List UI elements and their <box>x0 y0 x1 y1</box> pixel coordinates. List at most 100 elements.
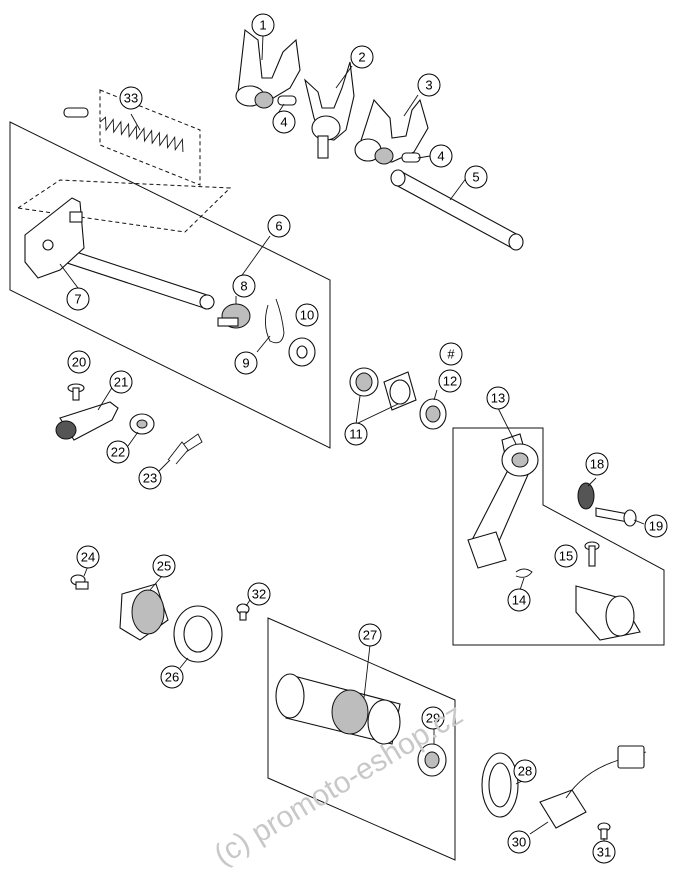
shaft-collar-8 <box>217 303 251 329</box>
callout-30: 30 <box>507 830 531 854</box>
callout-31: 31 <box>592 840 616 864</box>
svg-text:#: # <box>447 347 455 362</box>
callout-4a: 4 <box>272 110 296 134</box>
svg-text:30: 30 <box>512 835 526 850</box>
leader-lines <box>59 34 645 842</box>
svg-text:25: 25 <box>157 559 171 574</box>
needle-bearing-11 <box>349 367 417 411</box>
callout-19: 19 <box>644 514 668 538</box>
shift-fork-1 <box>235 28 301 109</box>
fork-rod-5 <box>390 169 524 251</box>
sensor-29 <box>417 743 447 777</box>
shift-fork-2 <box>304 61 355 159</box>
gear-position-sensor-30 <box>539 745 647 829</box>
spring-33 <box>63 107 184 153</box>
spring-clip-9 <box>265 298 285 344</box>
callout-18: 18 <box>585 452 609 476</box>
svg-text:28: 28 <box>518 764 532 779</box>
callout-10: 10 <box>295 303 319 327</box>
svg-text:12: 12 <box>443 374 457 389</box>
svg-text:27: 27 <box>363 628 377 643</box>
bolt-19 <box>595 507 637 527</box>
shift-shaft-6 <box>24 197 215 310</box>
callout-5: 5 <box>464 165 488 189</box>
svg-text:1: 1 <box>259 18 266 33</box>
callout-20: 20 <box>67 350 91 374</box>
callout-8: 8 <box>232 274 256 298</box>
callout-3: 3 <box>417 73 441 97</box>
callout-27: 27 <box>358 623 382 647</box>
svg-text:33: 33 <box>124 91 138 106</box>
gear-18 <box>577 482 595 510</box>
svg-text:9: 9 <box>242 356 249 371</box>
callout-32: 32 <box>247 582 271 606</box>
svg-text:3: 3 <box>425 78 432 93</box>
callout-25: 25 <box>152 554 176 578</box>
callout-26: 26 <box>160 665 184 689</box>
svg-text:8: 8 <box>240 279 247 294</box>
callout-15: 15 <box>554 544 578 568</box>
frame-spring-33-dashed <box>16 179 232 233</box>
seal-ring-26 <box>173 605 223 663</box>
svg-text:32: 32 <box>252 587 266 602</box>
shift-drum-locator-25 <box>119 583 169 641</box>
callout-12: 12 <box>438 369 462 393</box>
frame-shift-lever-group <box>452 427 665 646</box>
callout-28: 28 <box>513 759 537 783</box>
washer-10 <box>288 337 316 367</box>
svg-text:22: 22 <box>111 445 125 460</box>
lever-21 <box>55 401 119 441</box>
svg-text:21: 21 <box>114 375 128 390</box>
svg-text:18: 18 <box>590 457 604 472</box>
svg-text:13: 13 <box>491 391 505 406</box>
screw-31 <box>597 822 611 840</box>
callout-21: 21 <box>109 370 133 394</box>
callout-2: 2 <box>350 45 374 69</box>
bolt-20 <box>67 383 85 401</box>
svg-text:31: 31 <box>597 845 611 860</box>
shift-fork-3 <box>354 98 429 165</box>
footpeg-stub <box>575 585 641 641</box>
pin-15 <box>584 541 600 567</box>
callout-22: 22 <box>106 440 130 464</box>
frame-shift-drum-group <box>267 617 456 861</box>
callout-hash: # <box>439 342 463 366</box>
callout-11: 11 <box>344 422 368 446</box>
fork-pin-4a <box>277 95 297 106</box>
shift-lever-13 <box>467 433 539 569</box>
frame-shift-shaft-group <box>9 121 331 449</box>
svg-text:20: 20 <box>72 355 86 370</box>
callout-9: 9 <box>234 351 258 375</box>
svg-text:7: 7 <box>74 292 81 307</box>
svg-text:24: 24 <box>81 550 95 565</box>
fork-pin-4b <box>401 152 421 163</box>
callout-7: 7 <box>66 287 90 311</box>
bolt-24 <box>70 574 89 590</box>
bushing-22 <box>129 413 155 435</box>
svg-text:4: 4 <box>437 149 444 164</box>
svg-text:11: 11 <box>349 427 363 442</box>
seal-ring-28 <box>481 752 519 818</box>
screw-32 <box>236 603 250 621</box>
svg-text:23: 23 <box>143 471 157 486</box>
svg-text:19: 19 <box>649 519 663 534</box>
svg-text:6: 6 <box>275 219 282 234</box>
frame-shaft-mount-dashed <box>99 89 201 186</box>
svg-text:4: 4 <box>280 115 287 130</box>
callout-14: 14 <box>507 588 531 612</box>
callout-29: 29 <box>421 706 445 730</box>
callout-33: 33 <box>119 86 143 110</box>
svg-text:29: 29 <box>426 711 440 726</box>
callout-23: 23 <box>138 466 162 490</box>
callout-24: 24 <box>76 545 100 569</box>
svg-text:26: 26 <box>165 670 179 685</box>
shift-drum-27 <box>275 673 401 745</box>
svg-text:14: 14 <box>512 593 526 608</box>
callout-4b: 4 <box>429 144 453 168</box>
callout-1: 1 <box>251 13 275 37</box>
svg-text:10: 10 <box>300 308 314 323</box>
callout-13: 13 <box>486 386 510 410</box>
clip-14 <box>515 568 533 578</box>
